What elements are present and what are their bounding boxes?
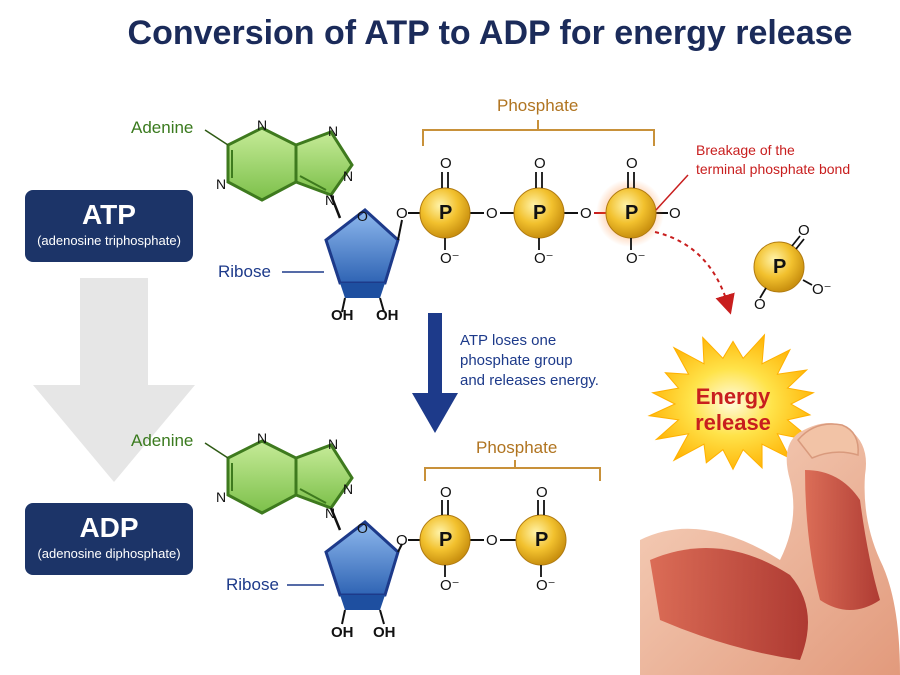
- atp-p2-bottom-o: O⁻: [534, 250, 554, 267]
- breakage-note-line1: Breakage of the: [696, 142, 795, 158]
- adp-p1-bottom-o: O⁻: [440, 577, 460, 594]
- atp-p3-top-o: O: [626, 155, 638, 172]
- atp-abbr: ATP: [82, 199, 136, 230]
- page-title: Conversion of ATP to ADP for energy rele…: [127, 14, 853, 52]
- adp-oh-left: OH: [331, 624, 354, 641]
- atp-terminal-o: O: [669, 205, 681, 222]
- adp-p1-top-o: O: [440, 484, 452, 501]
- energy-release-label: Energy release: [683, 384, 783, 436]
- adp-oh-right: OH: [373, 624, 396, 641]
- adp-p1: P: [439, 529, 453, 551]
- atp-ring-o: O: [357, 208, 368, 224]
- atp-adenine-label: Adenine: [131, 118, 194, 137]
- atp-p3: P: [625, 202, 639, 224]
- energy-label-line1: Energy: [695, 384, 771, 409]
- adp-n5: N: [325, 505, 336, 521]
- adp-n4: N: [343, 481, 354, 497]
- adp-p2-top-o: O: [536, 484, 548, 501]
- process-note-line2: phosphate group: [460, 352, 573, 369]
- adp-p2: P: [535, 529, 549, 551]
- breakage-note-line2: terminal phosphate bond: [696, 161, 851, 177]
- process-note-line3: and releases energy.: [460, 372, 599, 389]
- free-p-o1: O: [798, 222, 810, 239]
- adp-bridge-o1: O: [396, 532, 408, 549]
- free-p-o2: O: [754, 296, 766, 313]
- process-note: ATP loses one phosphate group and releas…: [460, 331, 599, 391]
- energy-burst: [647, 333, 815, 471]
- breakage-note: Breakage of the terminal phosphate bond: [696, 141, 850, 179]
- energy-label-line2: release: [695, 410, 771, 435]
- adp-fullname: (adenosine diphosphate): [37, 546, 181, 561]
- atp-bridge-o1: O: [396, 205, 408, 222]
- atp-n3: N: [216, 176, 227, 192]
- atp-bridge-o3: O: [580, 205, 592, 222]
- atp-ribose-label: Ribose: [218, 262, 271, 281]
- adp-adenine-label: Adenine: [131, 431, 194, 450]
- adp-ring-o: O: [357, 520, 368, 536]
- adp-phosphate-label: Phosphate: [476, 438, 558, 457]
- atp-n4: N: [343, 168, 354, 184]
- free-phosphate: [753, 235, 813, 299]
- atp-phosphate-label: Phosphate: [497, 96, 579, 115]
- atp-p3-bottom-o: O⁻: [626, 250, 646, 267]
- atp-phosphate-chain: [408, 172, 668, 250]
- atp-ribose-ring: [324, 208, 400, 313]
- process-note-line1: ATP loses one: [460, 332, 557, 349]
- adp-phosphate-chain: [408, 500, 567, 577]
- muscle-arm: [640, 422, 900, 675]
- adp-n2: N: [328, 436, 339, 452]
- atp-fullname: (adenosine triphosphate): [37, 233, 181, 248]
- atp-p1-top-o: O: [440, 155, 452, 172]
- atp-oh-right: OH: [376, 307, 399, 324]
- atp-bridge-o2: O: [486, 205, 498, 222]
- free-p-o3: O⁻: [812, 281, 832, 298]
- adp-abbr: ADP: [79, 512, 139, 543]
- adp-p2-bottom-o: O⁻: [536, 577, 556, 594]
- atp-oh-left: OH: [331, 307, 354, 324]
- atp-p2: P: [533, 202, 547, 224]
- adp-n3: N: [216, 489, 227, 505]
- atp-p1: P: [439, 202, 453, 224]
- adp-adenine-ring: [226, 439, 354, 515]
- adp-label-box: ADP (adenosine diphosphate): [25, 503, 193, 575]
- atp-n1: N: [257, 117, 268, 133]
- free-p: P: [773, 256, 787, 278]
- process-arrow: [412, 313, 458, 433]
- atp-n5: N: [325, 192, 336, 208]
- atp-n2: N: [328, 123, 339, 139]
- adp-ribose-label: Ribose: [226, 575, 279, 594]
- adp-ribose-ring: [324, 520, 400, 625]
- adp-n1: N: [257, 430, 268, 446]
- atp-label-box: ATP (adenosine triphosphate): [25, 190, 193, 262]
- adp-bridge-o2: O: [486, 532, 498, 549]
- atp-p1-bottom-o: O⁻: [440, 250, 460, 267]
- atp-p2-top-o: O: [534, 155, 546, 172]
